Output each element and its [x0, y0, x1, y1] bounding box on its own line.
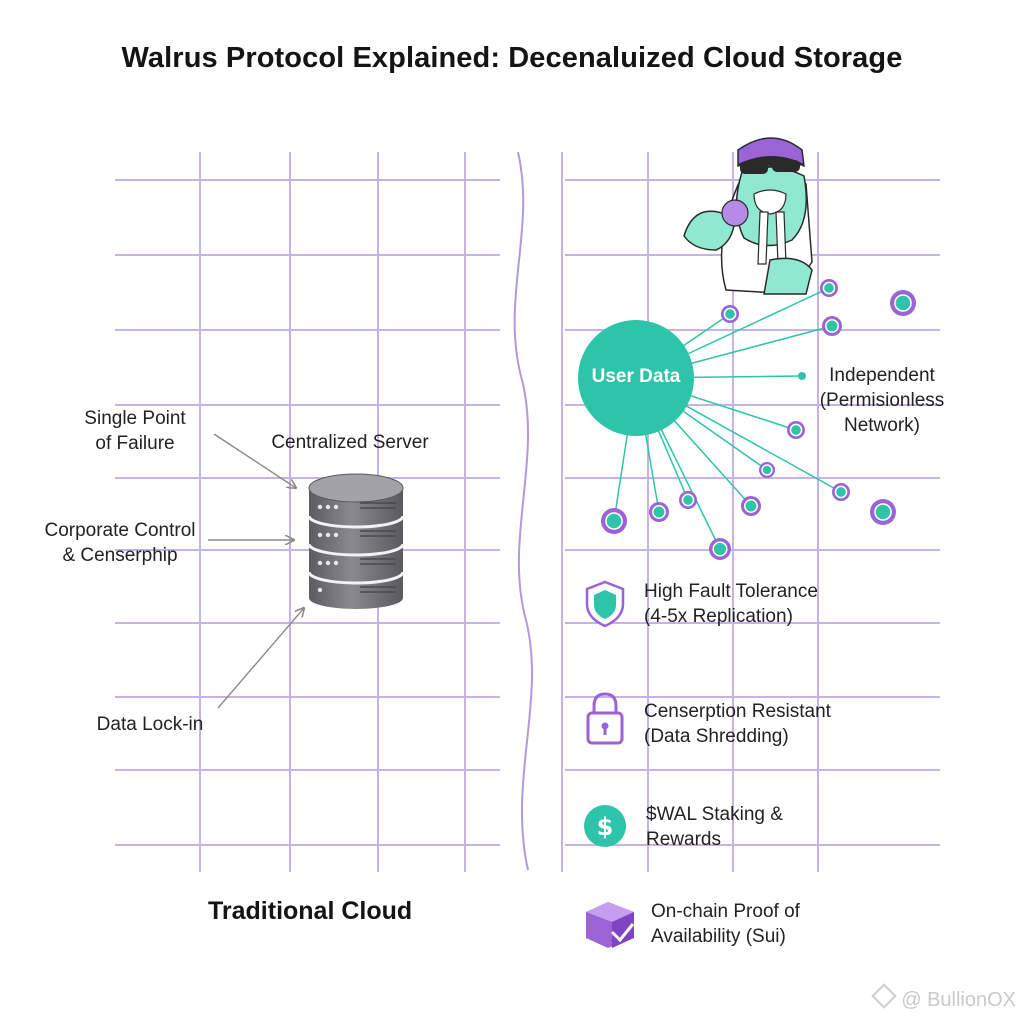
server-icon: [307, 473, 405, 609]
label-corporate-control: Corporate Control & Censerphip: [44, 520, 196, 566]
arrow-data-lock-in: [217, 608, 304, 709]
network-node-core: [825, 319, 839, 333]
network-node-core: [834, 485, 848, 499]
arrow-single-point: [213, 433, 296, 488]
network-node-core: [723, 307, 737, 321]
label-centralized-server: Centralized Server: [271, 432, 429, 453]
network-node-core: [874, 503, 892, 521]
user-data-hub: [578, 320, 694, 436]
network-node-core: [761, 464, 773, 476]
box-check-icon: [586, 902, 635, 948]
network-node-core: [744, 499, 758, 513]
label-data-lock-in: Data Lock-in: [96, 714, 204, 735]
grid-lines: [115, 152, 940, 872]
network-node-core: [789, 423, 803, 437]
lock-icon: [586, 692, 624, 745]
feature-proof-of-availability-text: On-chain Proof of Availability (Sui): [651, 901, 800, 947]
shield-icon: [585, 580, 625, 628]
network-links: [613, 287, 842, 550]
network-node-core: [894, 294, 912, 312]
dollar-coin-icon: $: [584, 805, 626, 847]
divider-line: [513, 151, 533, 871]
feature-censorship-resistant-text: Censerption Resistant (Data Shredding): [644, 701, 831, 747]
label-independent-network: Independent (Permisionless Network): [819, 365, 945, 436]
page-title: Walrus Protocol Explained: Decenaluized …: [121, 42, 903, 74]
walrus-mascot-icon: [683, 137, 813, 295]
network-node-core: [822, 281, 836, 295]
svg-text:$: $: [597, 813, 614, 841]
label-single-point-of-failure: Single Point of Failure: [84, 408, 186, 454]
network-node-core: [605, 512, 623, 530]
label-user-data: User Data: [591, 366, 681, 387]
network-nodes: [601, 279, 916, 560]
feature-wal-staking-text: $WAL Staking & Rewards: [646, 804, 783, 850]
watermark: @ BullionOX: [871, 983, 1016, 1012]
network-node-core: [652, 505, 666, 519]
network-node: [798, 372, 806, 380]
feature-fault-tolerance-text: High Fault Tolerance (4-5x Replication): [644, 581, 818, 627]
network-node-core: [681, 493, 695, 507]
network-node-core: [712, 541, 728, 557]
watermark-logo-icon: [871, 983, 897, 1009]
section-title-traditional-cloud: Traditional Cloud: [208, 897, 413, 925]
